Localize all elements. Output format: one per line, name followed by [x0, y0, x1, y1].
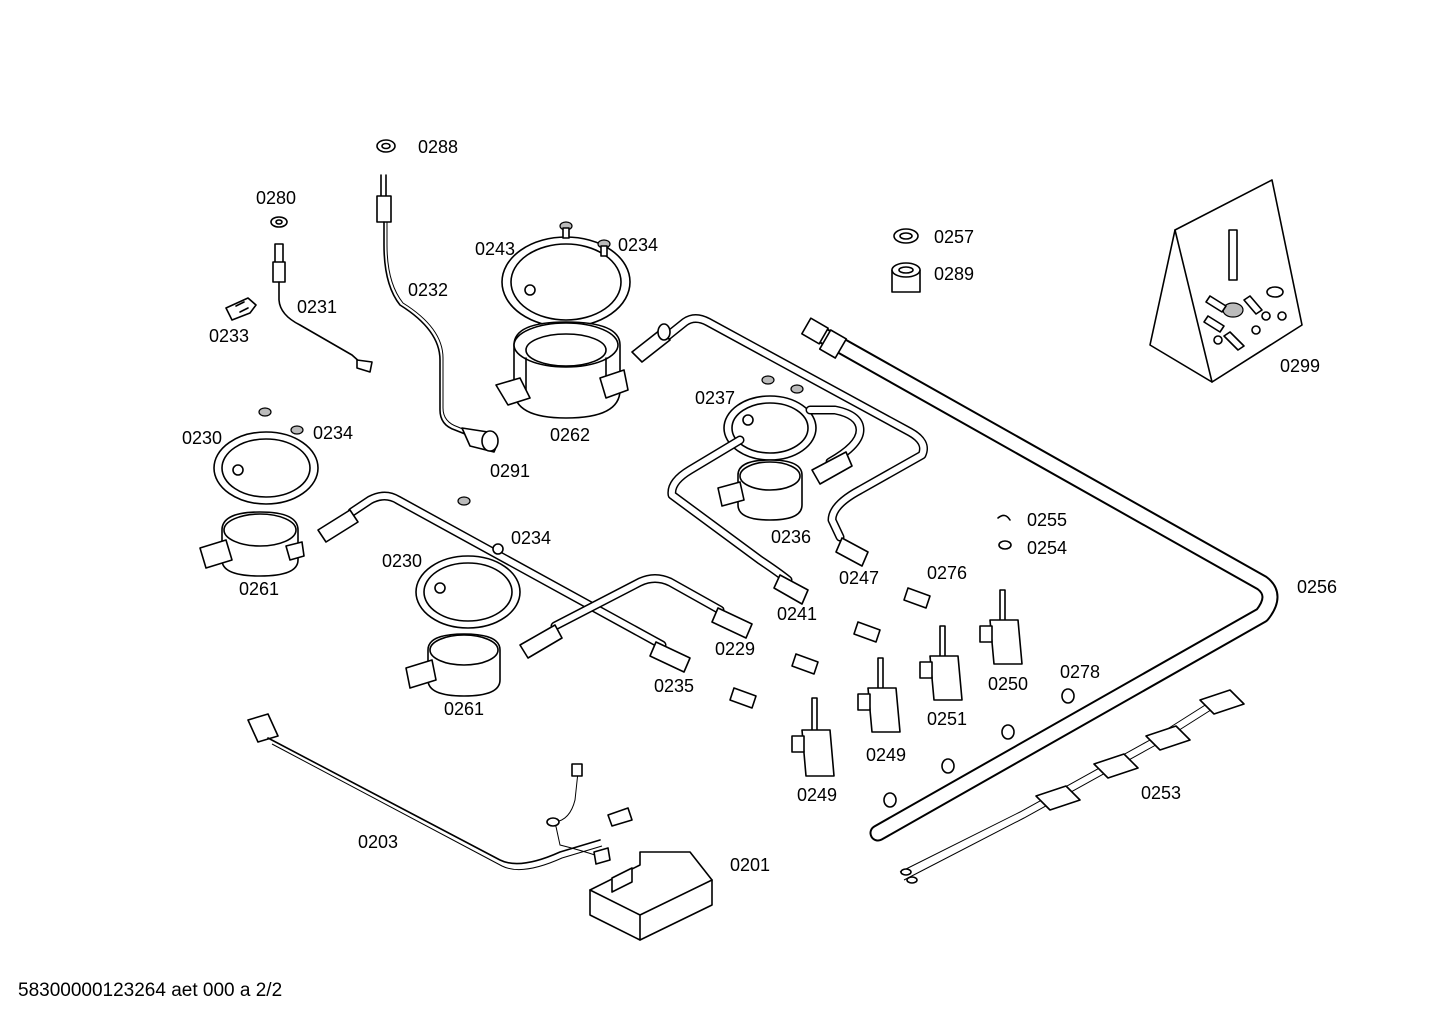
label-0233: 0233	[209, 326, 249, 346]
burner-ring-0243	[501, 236, 631, 328]
label-0280: 0280	[256, 188, 296, 208]
label-0237: 0237	[695, 388, 735, 408]
clip-0233	[225, 297, 257, 321]
label-0234-top: 0234	[618, 235, 658, 255]
valve-0249-a	[857, 657, 901, 733]
label-0241: 0241	[777, 604, 817, 624]
label-0231: 0231	[297, 297, 337, 317]
seals-0278	[883, 688, 1075, 808]
part-labels: 0288 0280 0232 0231 0233 0243 0234 0262 …	[182, 137, 1337, 875]
washer-0257	[893, 228, 919, 244]
valve-0250	[979, 589, 1023, 665]
burner-body-0261-a	[199, 511, 305, 577]
label-0291: 0291	[490, 461, 530, 481]
ignition-box-0201	[589, 851, 713, 941]
label-0261-b: 0261	[444, 699, 484, 719]
burner-ring-0230-a	[213, 407, 319, 505]
label-0289: 0289	[934, 264, 974, 284]
burner-ring-0237	[723, 375, 817, 461]
injectors-0276	[729, 587, 931, 709]
label-0234-mid: 0234	[511, 528, 551, 548]
burner-body-0236	[717, 459, 803, 521]
gas-tube-upper	[631, 314, 928, 567]
label-0234-left: 0234	[313, 423, 353, 443]
valve-0249-b	[791, 697, 835, 777]
label-0262: 0262	[550, 425, 590, 445]
gas-tube-0229	[519, 574, 753, 659]
label-0243: 0243	[475, 239, 515, 259]
gas-tube-0236	[667, 405, 865, 605]
label-0255: 0255	[1027, 510, 1067, 530]
label-0249-b: 0249	[797, 785, 837, 805]
label-0250: 0250	[988, 674, 1028, 694]
label-0257: 0257	[934, 227, 974, 247]
label-0201: 0201	[730, 855, 770, 875]
electrode-0231	[270, 216, 373, 373]
label-0229: 0229	[715, 639, 755, 659]
label-0249-a: 0249	[866, 745, 906, 765]
washer-0254	[998, 540, 1012, 550]
document-id: 58300000123264 aet 000 a 2/2	[18, 980, 283, 1001]
label-0261-a: 0261	[239, 579, 279, 599]
label-0299: 0299	[1280, 356, 1320, 376]
gas-main-pipe	[801, 317, 1279, 842]
label-0203: 0203	[358, 832, 398, 852]
label-0254: 0254	[1027, 538, 1067, 558]
burner-body-0261-b	[405, 633, 501, 697]
label-0251: 0251	[927, 709, 967, 729]
ignition-switches-0253	[899, 689, 1245, 884]
connector-0289	[891, 262, 921, 293]
washer-0288	[376, 139, 396, 153]
parts-bag-0299	[1149, 179, 1303, 383]
burner-ring-0230-b	[415, 496, 521, 629]
wiring-harness-0203	[247, 713, 633, 871]
label-0256: 0256	[1297, 577, 1337, 597]
clip-0255	[997, 514, 1011, 521]
label-0247: 0247	[839, 568, 879, 588]
burner-body-0262	[495, 321, 629, 419]
label-0230-a: 0230	[182, 428, 222, 448]
screw-0234-top	[559, 221, 611, 257]
label-0278: 0278	[1060, 662, 1100, 682]
label-0253: 0253	[1141, 783, 1181, 803]
label-0276: 0276	[927, 563, 967, 583]
label-0235: 0235	[654, 676, 694, 696]
label-0232: 0232	[408, 280, 448, 300]
thermocouple-0232	[376, 174, 499, 453]
gas-tube-0235	[317, 491, 691, 673]
valve-0251	[919, 625, 963, 701]
label-0236: 0236	[771, 527, 811, 547]
label-0230-b: 0230	[382, 551, 422, 571]
label-0288: 0288	[418, 137, 458, 157]
